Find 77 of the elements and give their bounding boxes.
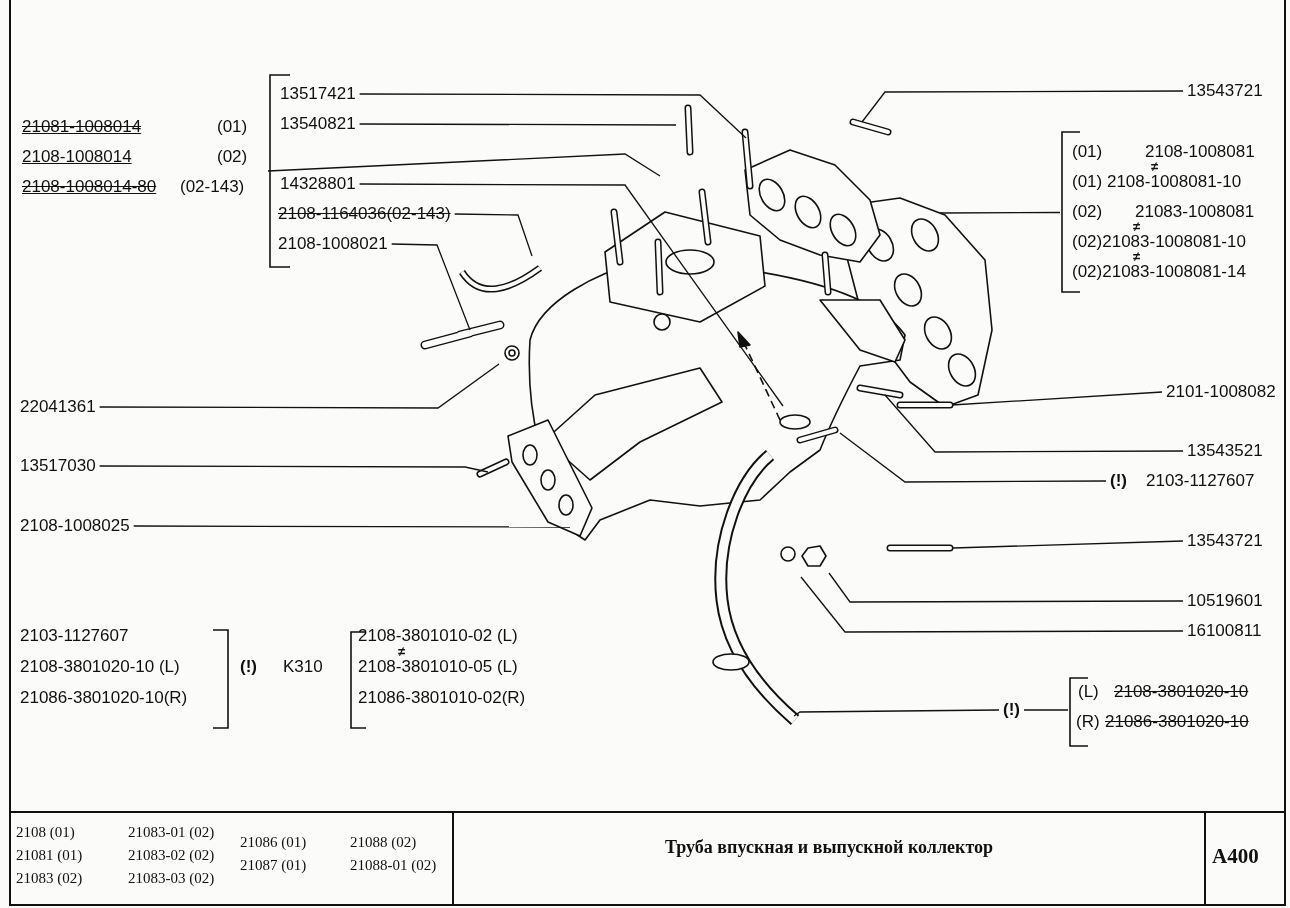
part-number: K310	[283, 657, 323, 677]
leader-line	[359, 123, 677, 126]
part-number: (02)21083-1008081-10	[1072, 232, 1246, 252]
part-number: (R)	[1076, 712, 1100, 732]
part-number: (02)	[1072, 202, 1103, 222]
part-number: 2103-1127607	[20, 626, 129, 646]
leader-line	[1023, 709, 1069, 711]
leader-line	[939, 211, 1061, 214]
part-number: 13517030	[20, 456, 96, 476]
model-code: 21083-03 (02)	[128, 869, 215, 887]
part-number: 2108-3801020-10 (L)	[20, 657, 180, 677]
note-mark: (!)	[1003, 700, 1020, 720]
model-code: 21083-01 (02)	[128, 823, 215, 841]
interchange-mark: ≠	[1151, 162, 1159, 172]
part-number: 2108-1008014	[22, 147, 132, 167]
leader-line	[793, 709, 1000, 717]
part-number: 2108-1008081	[1145, 142, 1255, 162]
leader-line	[391, 243, 471, 331]
model-code: 21083 (02)	[16, 869, 83, 887]
model-code: 21081 (01)	[16, 846, 83, 864]
sheet-title: Труба впускная и выпускной коллектор	[664, 836, 994, 859]
part-number: 21081-1008014	[22, 117, 142, 137]
interchange-mark: ≠	[1133, 252, 1141, 262]
note-mark: (!)	[1110, 471, 1127, 491]
part-number: 21086-3801020-10	[1105, 712, 1249, 732]
model-code: 2108 (01)	[16, 823, 75, 841]
part-number: (02-143)	[180, 177, 245, 197]
leader-line	[359, 183, 784, 407]
part-number: 2108-1164036(02-143)	[278, 204, 451, 224]
leader-line	[800, 576, 1184, 633]
model-code: 21087 (01)	[240, 856, 307, 874]
interchange-mark: ≠	[398, 647, 406, 657]
part-number: 2108-1008014-80	[22, 177, 157, 197]
leader-line	[828, 572, 1184, 603]
model-code: 21083-02 (02)	[128, 846, 215, 864]
leader-line	[952, 540, 1184, 549]
leader-line	[267, 153, 661, 177]
note-mark: (!)	[240, 657, 257, 677]
part-number: 2108-1008025	[20, 516, 130, 536]
part-number: 2108-1008021	[278, 234, 388, 254]
part-number: 14328801	[280, 174, 356, 194]
part-number: 13543721	[1187, 531, 1263, 551]
part-number: (01)	[217, 117, 248, 137]
part-number: 13517421	[280, 84, 356, 104]
part-number: (02)	[217, 147, 248, 167]
part-number: 16100811	[1187, 621, 1262, 641]
part-number: (01) 2108-1008081-10	[1072, 172, 1242, 192]
sheet-code: A400	[1212, 843, 1259, 869]
part-number: 2103-1127607	[1146, 471, 1255, 491]
part-number: 2108-3801010-02 (L)	[358, 626, 518, 646]
part-number: 21086-3801010-02(R)	[358, 688, 526, 708]
part-number: (L)	[1078, 682, 1099, 702]
model-code: 21088 (02)	[350, 833, 417, 851]
leader-line	[133, 525, 571, 528]
part-number: 22041361	[20, 397, 96, 417]
interchange-mark: ≠	[1133, 222, 1141, 232]
model-code: 21088-01 (02)	[350, 856, 437, 874]
part-number: 13540821	[280, 114, 356, 134]
part-number: (01)	[1072, 142, 1103, 162]
leader-line	[839, 432, 1107, 483]
leader-line	[884, 394, 1184, 453]
leader-line	[99, 465, 489, 473]
part-number: 2101-1008082	[1166, 382, 1276, 402]
model-code: 21086 (01)	[240, 833, 307, 851]
leader-line	[99, 363, 500, 409]
part-number: (02)21083-1008081-14	[1072, 262, 1246, 282]
leader-line	[454, 213, 533, 257]
part-number: 2108-3801010-05 (L)	[358, 657, 518, 677]
part-number: 10519601	[1187, 591, 1263, 611]
part-number: 13543721	[1187, 81, 1263, 101]
part-number: 21086-3801020-10(R)	[20, 688, 188, 708]
leader-line	[951, 391, 1163, 406]
part-number: 2108-3801020-10	[1114, 682, 1249, 702]
leader-line	[359, 93, 747, 139]
part-number: 13543521	[1187, 441, 1263, 461]
part-number: 21083-1008081	[1135, 202, 1255, 222]
leader-line	[861, 90, 1184, 123]
